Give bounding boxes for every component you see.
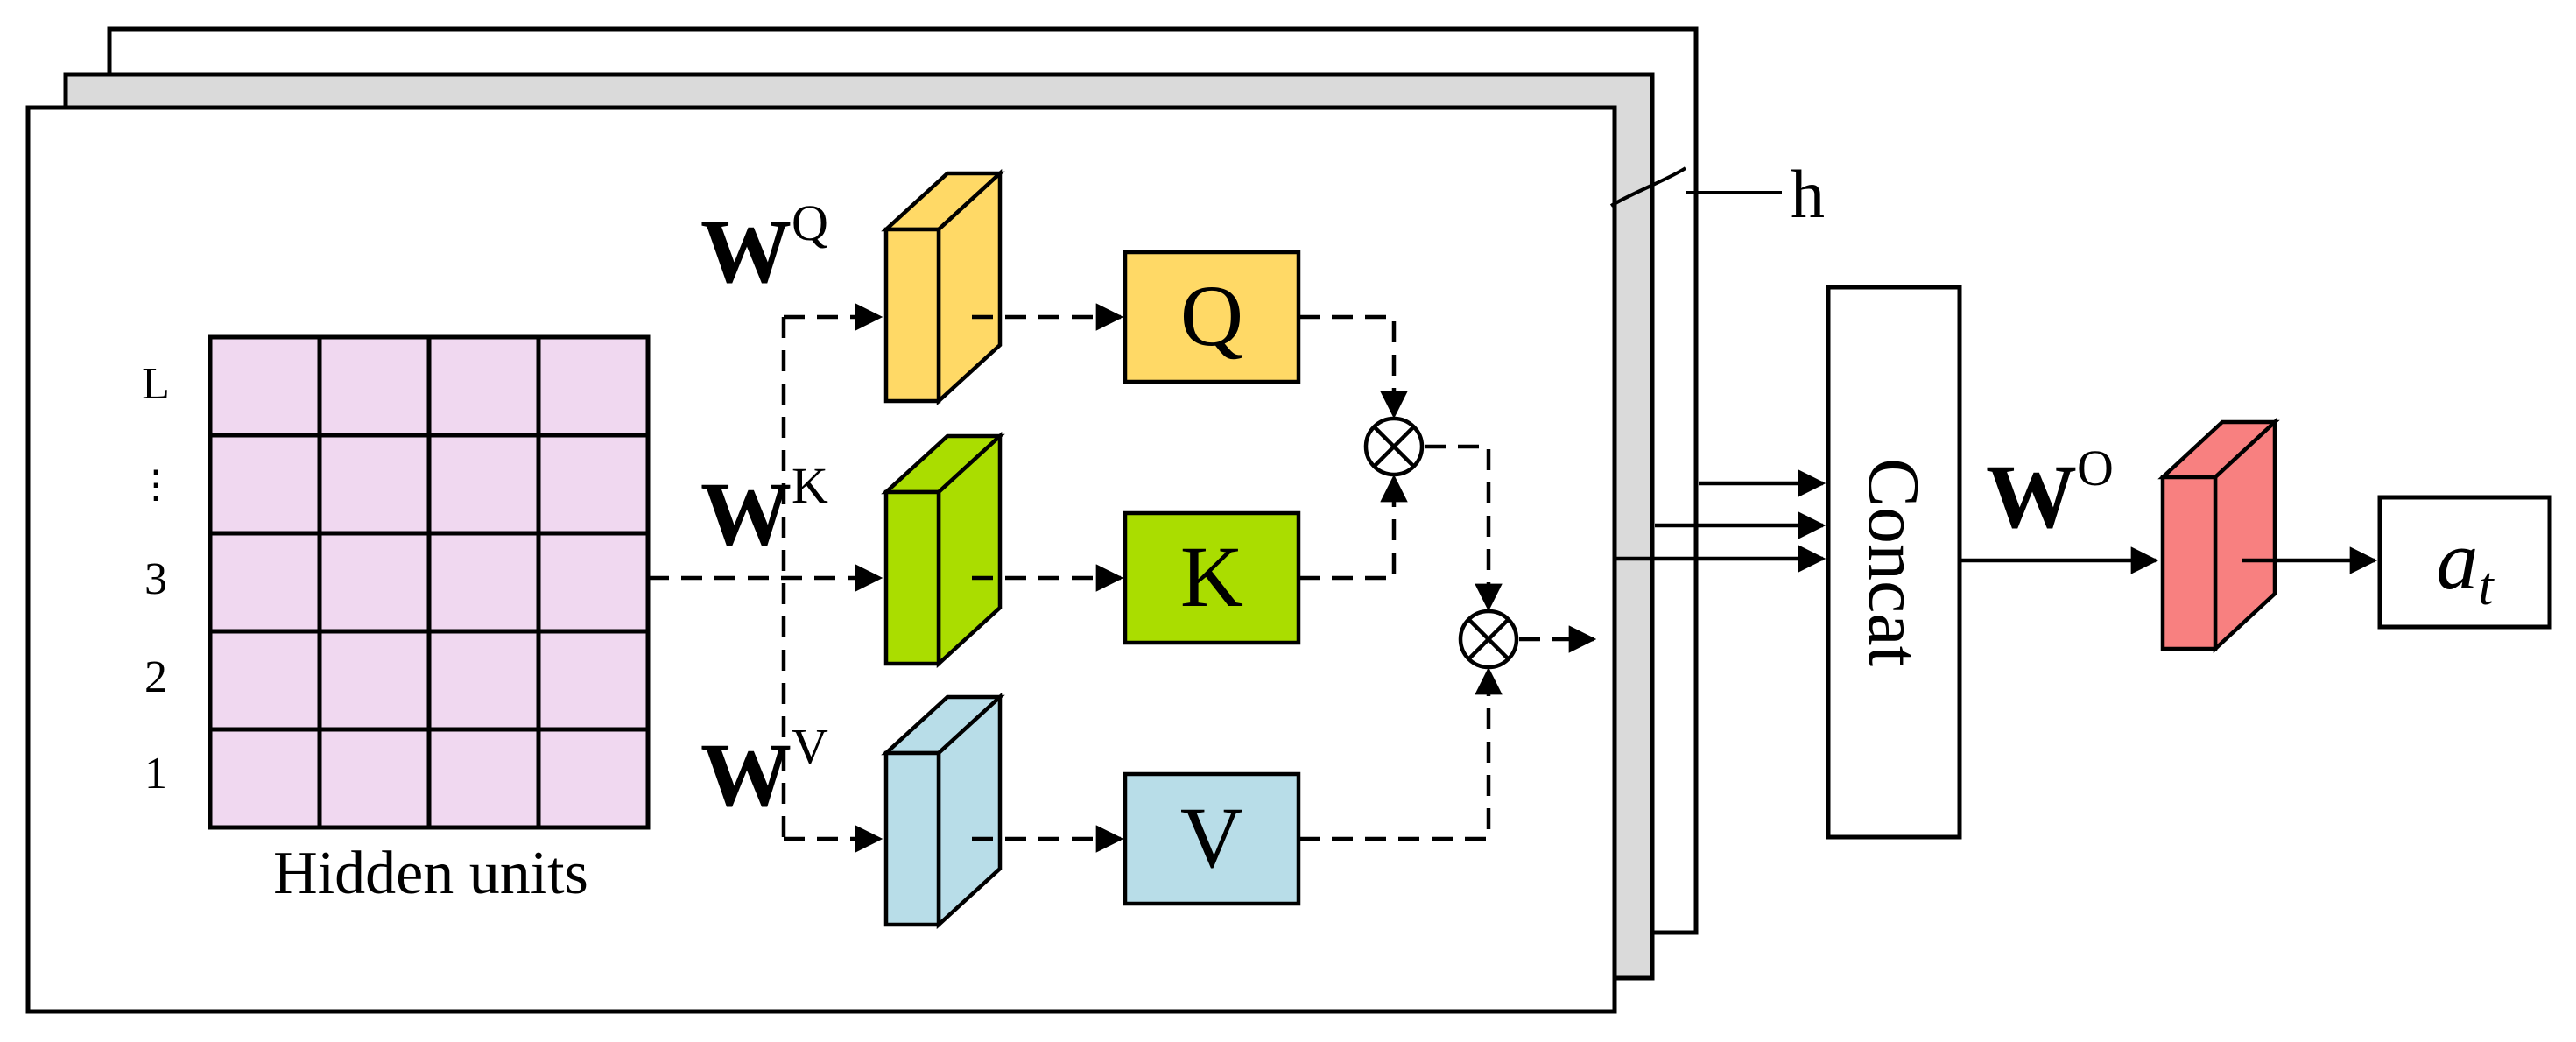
hidden-unit-cell xyxy=(536,531,651,634)
hidden-unit-cell xyxy=(426,334,541,438)
hidden-unit-cell xyxy=(208,629,322,732)
row-label-2: 2 xyxy=(144,652,167,702)
row-label-l: L xyxy=(142,359,170,409)
hidden-units-grid xyxy=(208,334,651,830)
weight-block-o xyxy=(2157,417,2280,654)
hidden-unit-cell xyxy=(536,433,651,536)
attention-connectors xyxy=(1299,314,1597,841)
concat-box xyxy=(1826,285,1962,840)
q-box xyxy=(1123,250,1301,384)
row-label-1: 1 xyxy=(144,749,167,799)
weight-block-k xyxy=(881,431,1005,669)
hidden-unit-cell xyxy=(317,727,432,830)
hidden-unit-cell xyxy=(317,531,432,634)
v-box-label: V xyxy=(1180,789,1243,886)
k-box-label: K xyxy=(1180,528,1243,625)
hidden-unit-cell xyxy=(317,629,432,732)
row-labels: L ⋮ 3 2 1 xyxy=(137,359,175,799)
input-connectors xyxy=(648,303,883,853)
hidden-unit-cell xyxy=(208,334,322,438)
row-label-ellipsis: ⋮ xyxy=(137,462,175,507)
weight-block-q xyxy=(881,168,1005,406)
q-box-label: Q xyxy=(1180,267,1243,364)
output-box xyxy=(2377,495,2552,630)
hidden-unit-cell xyxy=(536,629,651,732)
concat-label: Concat xyxy=(1853,458,1934,666)
hidden-unit-cell xyxy=(426,531,541,634)
hidden-unit-cell xyxy=(426,433,541,536)
weight-o-label: WO xyxy=(1986,440,2114,547)
output-label: at xyxy=(2436,513,2495,616)
multiply-operator-qk xyxy=(1363,416,1425,477)
k-box xyxy=(1123,510,1301,645)
multiply-operator-v xyxy=(1458,609,1519,670)
head-output-arrows xyxy=(1615,469,1826,573)
heads-label: h xyxy=(1791,156,1825,232)
hidden-unit-cell xyxy=(426,727,541,830)
weight-v-label: WV xyxy=(700,718,828,826)
v-box xyxy=(1123,771,1301,906)
heads-brace xyxy=(1609,166,1687,208)
hidden-unit-cell xyxy=(208,727,322,830)
hidden-unit-cell xyxy=(208,531,322,634)
hidden-unit-cell xyxy=(536,727,651,830)
hidden-unit-cell xyxy=(426,629,541,732)
weight-block-v xyxy=(881,692,1005,930)
projection-connectors xyxy=(972,303,1124,853)
row-label-3: 3 xyxy=(144,554,167,604)
hidden-unit-cell xyxy=(317,433,432,536)
weight-q-label: WQ xyxy=(700,194,828,302)
hidden-unit-cell xyxy=(317,334,432,438)
hidden-unit-cell xyxy=(208,433,322,536)
hidden-unit-cell xyxy=(536,334,651,438)
weight-k-label: WK xyxy=(700,457,828,565)
hidden-units-caption: Hidden units xyxy=(273,840,588,907)
